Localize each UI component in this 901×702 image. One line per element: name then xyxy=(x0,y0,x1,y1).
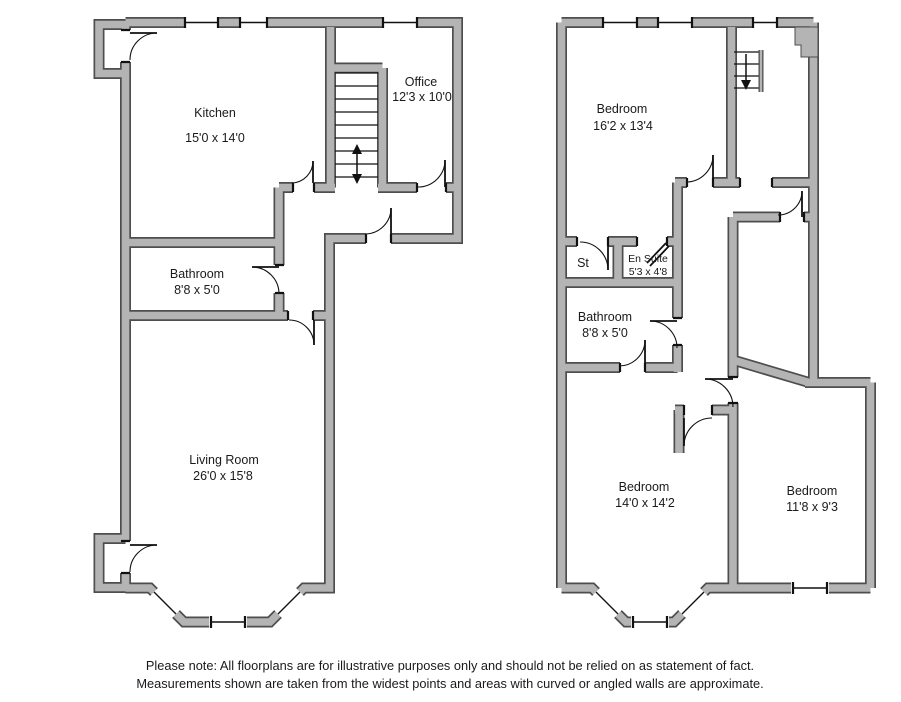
kitchen-dims: 15'0 x 14'0 xyxy=(185,131,245,145)
first-floor-plan: Bedroom 16'2 x 13'4 St En Suite 5'3 x 4'… xyxy=(577,102,838,514)
bedroom-3-label: Bedroom xyxy=(787,484,838,498)
bedroom-1-dims: 16'2 x 13'4 xyxy=(593,119,653,133)
office-dims: 12'3 x 10'0 xyxy=(392,90,452,104)
bathroom-gf-label: Bathroom xyxy=(170,267,224,281)
disclaimer-line-1: Please note: All floorplans are for illu… xyxy=(146,658,754,673)
en-suite-dims: 5'3 x 4'8 xyxy=(629,266,668,278)
living-room-dims: 26'0 x 15'8 xyxy=(193,469,253,483)
disclaimer-line-2: Measurements shown are taken from the wi… xyxy=(136,676,763,691)
bedroom-2-label: Bedroom xyxy=(619,480,670,494)
staircase-first-floor xyxy=(734,51,759,90)
bathroom-gf-dims: 8'8 x 5'0 xyxy=(174,283,220,297)
store-label: St xyxy=(577,256,589,270)
doors xyxy=(129,32,803,573)
kitchen-label: Kitchen xyxy=(194,106,236,120)
walls xyxy=(99,23,871,623)
bathroom-ff-dims: 8'8 x 5'0 xyxy=(582,326,628,340)
disclaimer-note: Please note: All floorplans are for illu… xyxy=(136,658,763,691)
windows xyxy=(149,17,829,629)
en-suite-label: En Suite xyxy=(628,253,668,265)
ground-floor-plan: Kitchen 15'0 x 14'0 Office 12'3 x 10'0 B… xyxy=(170,75,452,483)
bedroom-2-dims: 14'0 x 14'2 xyxy=(615,496,675,510)
bedroom-3-dims: 11'8 x 9'3 xyxy=(786,500,838,514)
living-room-label: Living Room xyxy=(189,453,258,467)
staircase-ground-floor xyxy=(335,72,378,184)
bedroom-1-label: Bedroom xyxy=(597,102,648,116)
office-label: Office xyxy=(405,75,437,89)
bathroom-ff-label: Bathroom xyxy=(578,310,632,324)
chimney-breast xyxy=(794,26,819,58)
